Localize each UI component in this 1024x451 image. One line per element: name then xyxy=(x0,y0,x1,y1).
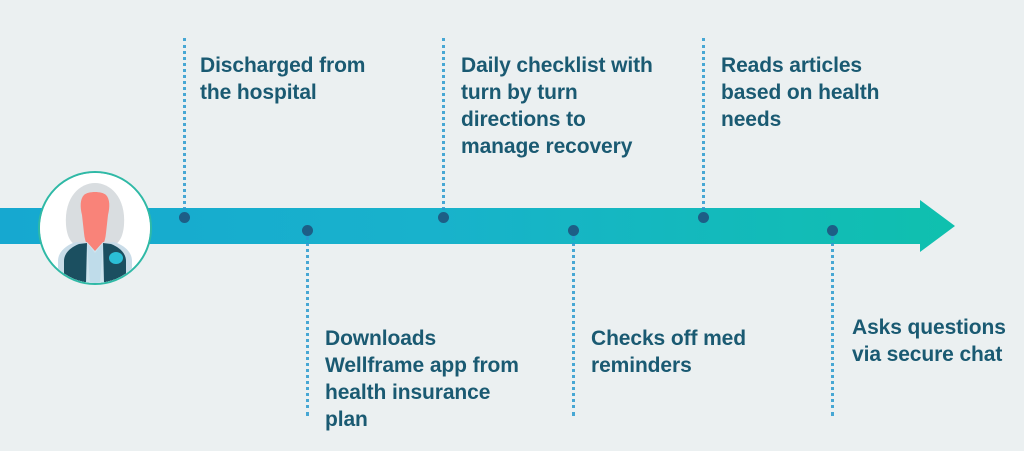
timeline-arrow xyxy=(0,200,955,252)
timeline-node-discharged-from-hospital[interactable] xyxy=(179,212,190,223)
milestone-label-daily-checklist-turn-by-turn: Daily checklist with turn by turn direct… xyxy=(461,54,653,158)
connector-line-discharged-from-hospital xyxy=(183,38,189,216)
connector-line-daily-checklist-turn-by-turn xyxy=(442,38,448,216)
milestone-label-asks-questions-secure-chat: Asks questions via secure chat xyxy=(852,316,1006,366)
connector-line-reads-articles-health-needs xyxy=(702,38,708,216)
timeline-node-daily-checklist-turn-by-turn[interactable] xyxy=(438,212,449,223)
milestone-label-downloads-wellframe-app: Downloads Wellframe app from health insu… xyxy=(325,327,519,431)
milestone-label-checks-off-med-reminders: Checks off med reminders xyxy=(591,327,746,377)
milestone-label-reads-articles-health-needs: Reads articles based on health needs xyxy=(721,54,880,131)
timeline-node-downloads-wellframe-app[interactable] xyxy=(302,225,313,236)
connector-line-asks-questions-secure-chat xyxy=(831,236,837,416)
avatar xyxy=(38,171,152,285)
connector-line-downloads-wellframe-app xyxy=(306,236,312,416)
elderly-patient-illustration xyxy=(40,173,150,283)
timeline-node-reads-articles-health-needs[interactable] xyxy=(698,212,709,223)
timeline-node-checks-off-med-reminders[interactable] xyxy=(568,225,579,236)
timeline-node-asks-questions-secure-chat[interactable] xyxy=(827,225,838,236)
connector-line-checks-off-med-reminders xyxy=(572,236,578,416)
milestone-label-discharged-from-hospital: Discharged from the hospital xyxy=(200,54,366,104)
